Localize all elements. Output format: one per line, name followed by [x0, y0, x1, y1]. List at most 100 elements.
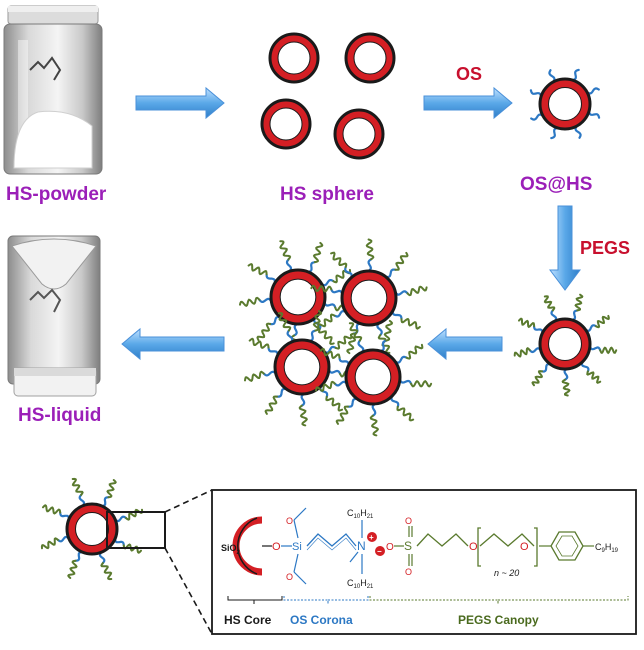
- canopy-chain: [394, 251, 409, 271]
- core-brace: [227, 596, 283, 604]
- canopy-chain: [325, 395, 344, 412]
- nitrogen-atom: N: [357, 539, 366, 553]
- corona-chain: [292, 322, 299, 337]
- sulfur-atom: S: [404, 539, 412, 553]
- ether-oxygen-1: O: [469, 541, 478, 553]
- arrow-os-to-pegs: [549, 205, 581, 291]
- corona-chain: [530, 113, 544, 121]
- canopy-chain: [518, 317, 536, 329]
- sphere-hollow: [350, 279, 388, 317]
- canopy-chain: [595, 314, 610, 329]
- canopy-chain: [298, 404, 308, 427]
- cluster-sphere: [239, 240, 357, 357]
- molecule-panel: SiO2 O Si O O N + C10H21 C10H21 − O S O: [211, 489, 637, 635]
- corona-chain: [333, 380, 348, 387]
- corona-chain: [265, 273, 277, 284]
- silicon-atom: Si: [292, 541, 302, 553]
- canopy-chain: [264, 395, 278, 415]
- zoom-source-sphere: [40, 477, 144, 581]
- silica-core-arc: [232, 516, 263, 576]
- canopy-chain: [330, 251, 348, 268]
- ether-oxygen-2: O: [520, 541, 529, 553]
- canopy-chain: [239, 296, 261, 307]
- corona-chain: [286, 329, 294, 344]
- pegs-os-hs-sphere: [513, 293, 618, 397]
- hs-sphere: [260, 98, 312, 150]
- canopy-chain: [543, 295, 556, 312]
- corona-chain: [308, 329, 317, 343]
- corona-chain: [333, 310, 347, 318]
- canopy-chain: [318, 328, 335, 345]
- alkyl-top-label: C10H21: [347, 508, 374, 520]
- corona-chain: [269, 315, 282, 326]
- canopy-chain: [256, 322, 272, 342]
- canopy-chain: [599, 346, 618, 355]
- corona-chain: [330, 288, 344, 295]
- corona-chain: [306, 261, 316, 273]
- corona-chain: [586, 87, 600, 95]
- corona-chain: [338, 356, 350, 367]
- alkyl-bottom-label: C10H21: [347, 578, 374, 590]
- canopy-chain: [312, 241, 324, 264]
- corona-chain: [323, 345, 337, 354]
- canopy-chain: [315, 380, 336, 393]
- arrow-powder-to-sphere: [135, 86, 225, 120]
- corona-chain: [571, 68, 580, 82]
- corona-chain: [344, 265, 353, 279]
- corona-chain: [394, 290, 409, 296]
- arrow-pegs-to-cluster: [427, 327, 503, 361]
- canopy-chain: [574, 293, 584, 312]
- canopy-chain: [586, 370, 602, 384]
- corona-chain: [267, 346, 279, 357]
- corona-chain: [113, 537, 125, 547]
- corona-chain: [327, 368, 342, 375]
- hs-sphere-label: HS sphere: [280, 184, 374, 205]
- canopy-chain: [310, 284, 333, 293]
- corona-brace: [283, 596, 369, 604]
- corona-chain: [587, 110, 601, 119]
- pegs-canopy-label: PEGS Canopy: [458, 613, 539, 627]
- sphere-hollow: [548, 327, 582, 361]
- hs-sphere: [333, 108, 385, 160]
- hs-sphere: [268, 32, 320, 84]
- canopy-chain: [405, 343, 424, 360]
- canopy-chain: [277, 312, 292, 332]
- corona-chain: [346, 397, 359, 408]
- repeat-unit-label: n ~ 20: [494, 568, 519, 578]
- hs-core-label: HS Core: [224, 613, 272, 627]
- canopy-chain: [400, 317, 421, 330]
- corona-chain: [371, 402, 377, 417]
- canopy-chain: [410, 379, 433, 388]
- sphere-hollow: [548, 87, 582, 121]
- os-at-hs-label: OS@HS: [520, 174, 593, 195]
- corona-chain: [588, 345, 602, 352]
- sio2-label: SiO2: [221, 543, 241, 556]
- corona-chain: [398, 378, 413, 385]
- zoom-indicator: [106, 489, 213, 635]
- negative-charge: [375, 546, 385, 556]
- hs-sphere-group: [260, 32, 396, 160]
- corona-chain: [275, 387, 288, 398]
- os-at-hs-sphere: [529, 68, 601, 140]
- hs-powder-vial-image: [3, 5, 103, 175]
- corona-chain: [258, 297, 273, 303]
- canopy-chain: [369, 414, 380, 437]
- cluster-sphere: [244, 310, 362, 427]
- canopy-chain: [248, 337, 270, 350]
- sphere-hollow: [279, 278, 317, 316]
- cluster-sphere: [315, 319, 433, 437]
- corona-chain: [320, 279, 335, 287]
- canopy-brace: [369, 596, 629, 604]
- arrow-cluster-to-liquid: [121, 327, 225, 361]
- canopy-chain: [279, 240, 292, 261]
- pegs-step-label: PEGS: [580, 238, 631, 258]
- canopy-chain: [317, 313, 336, 329]
- corona-chain: [384, 268, 397, 279]
- svg-text:O: O: [405, 516, 412, 526]
- corona-chain: [285, 258, 293, 273]
- corona-chain: [300, 392, 306, 407]
- oxygen-atom: O: [272, 541, 281, 553]
- corona-chain: [74, 550, 84, 562]
- os-corona-label: OS Corona: [290, 613, 353, 627]
